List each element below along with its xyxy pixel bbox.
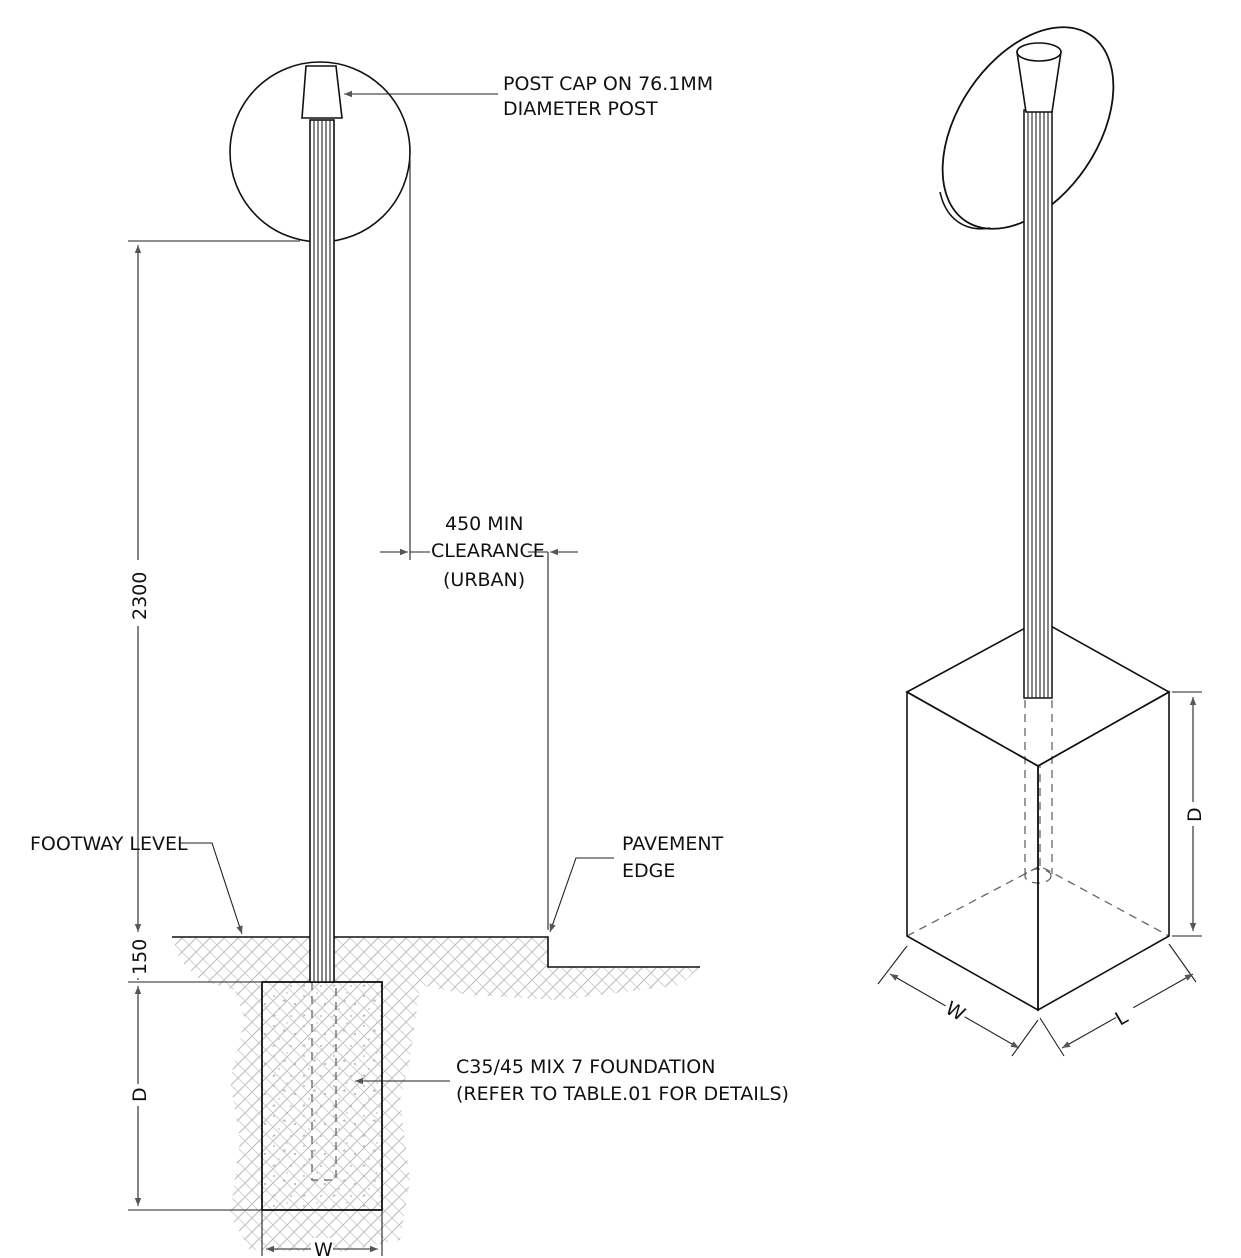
concrete-foundation [261,981,383,1211]
elevation-view: POST CAP ON 76.1MM DIAMETER POST 2300 15… [30,61,789,1258]
pavement-edge-label-2: EDGE [622,860,675,882]
iso-width-extension-right [1011,1019,1039,1057]
clearance-label-2: CLEARANCE [431,540,545,562]
height-dimension-label: 2300 [129,572,151,620]
isometric-view: D W L [877,26,1206,1057]
iso-post [1023,109,1053,699]
hidden-block-edges [906,766,1170,937]
foundation-block-left-face [906,690,1039,1012]
iso-length-extension-left [1039,1017,1065,1057]
pavement-edge-label-1: PAVEMENT [622,833,724,855]
foundation-block-right-face [1037,690,1170,1012]
clearance-label-3: (URBAN) [443,569,525,591]
iso-width-extension-left [877,945,908,985]
embedded-post-outline [311,982,337,1181]
iso-post-cap-top [1016,42,1062,62]
footway-level-label: FOOTWAY LEVEL [30,833,188,855]
iso-length-extension-right [1168,943,1197,983]
post-cap [301,65,343,119]
post-cap-label-2: DIAMETER POST [503,98,658,120]
footway-level-leader [180,842,243,935]
footway-ground-line [172,936,700,968]
pavement-edge-leader [549,857,614,933]
post [309,119,335,983]
iso-sign-plate-thickness [939,191,991,230]
foundation-label-2: (REFER TO TABLE.01 FOR DETAILS) [456,1083,789,1105]
offset-dimension-label: 150 [129,939,151,975]
iso-depth-label: D [1184,807,1206,822]
width-dimension-label: W [314,1239,333,1258]
clearance-label-1: 450 MIN [445,513,524,535]
foundation-label-1: C35/45 MIX 7 FOUNDATION [456,1056,715,1078]
depth-dimension-label: D [129,1087,151,1102]
hidden-post-lines [1024,700,1053,874]
post-cap-label-1: POST CAP ON 76.1MM [503,73,713,95]
